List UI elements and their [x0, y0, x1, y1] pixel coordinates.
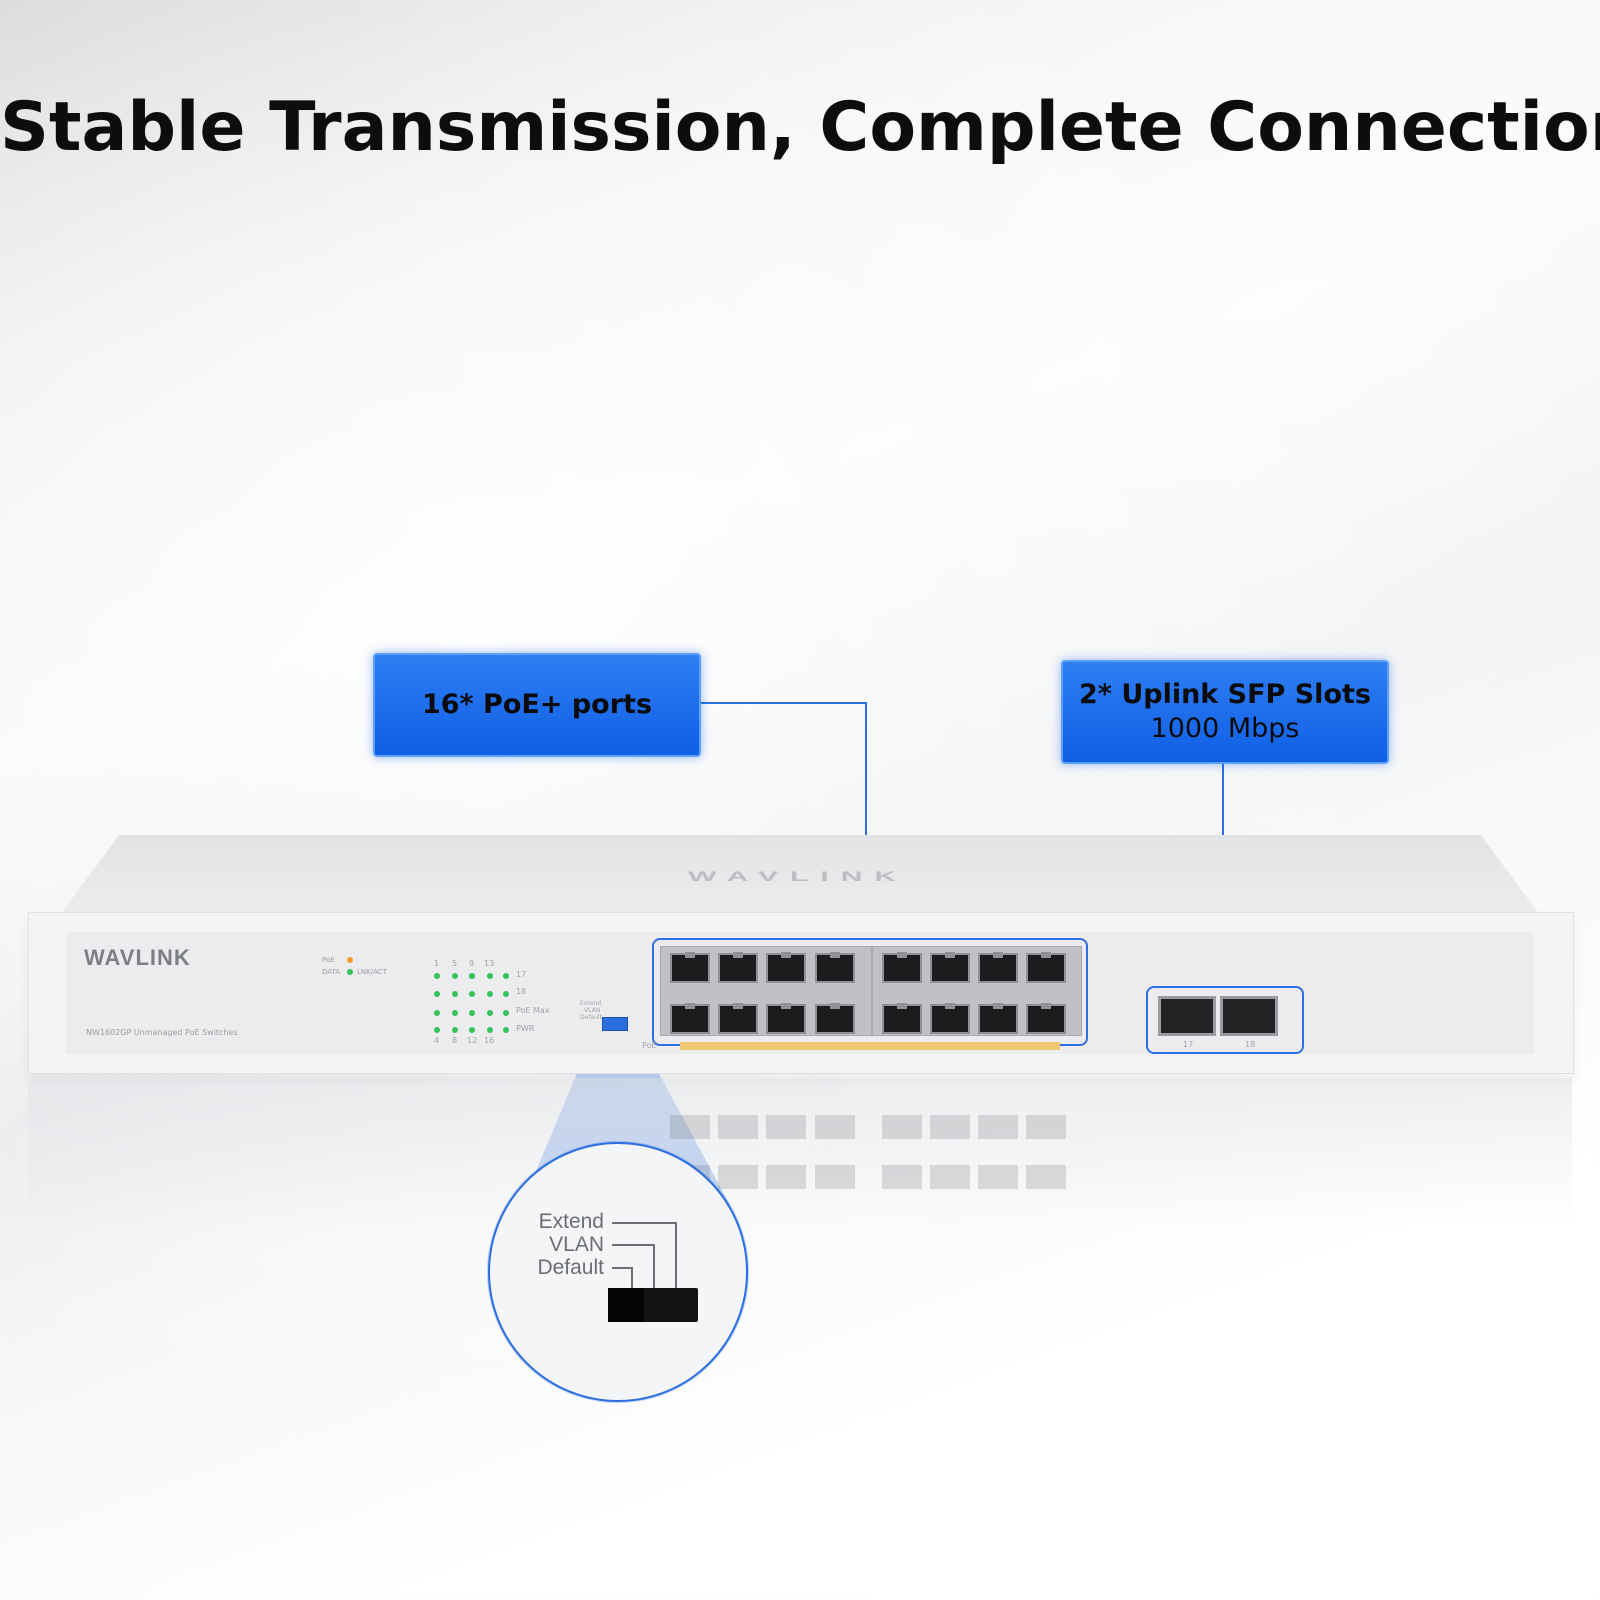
rj45-port[interactable]	[978, 952, 1018, 983]
reflection-port	[882, 1115, 922, 1139]
rj45-port[interactable]	[718, 1003, 758, 1034]
reflection-port	[815, 1115, 855, 1139]
zoom-leader-lines	[612, 1222, 677, 1288]
sfp-slot[interactable]	[1158, 996, 1216, 1036]
sfp-slot[interactable]	[1220, 996, 1278, 1036]
rj45-port[interactable]	[766, 952, 806, 983]
led-col-label: 13	[484, 959, 495, 968]
status-led	[503, 1010, 509, 1016]
led-col-label: 1	[434, 959, 440, 968]
status-led	[452, 973, 458, 979]
rj45-port[interactable]	[670, 1003, 710, 1034]
status-led	[487, 1027, 493, 1033]
sfp-slots-highlight	[1146, 986, 1304, 1054]
status-led	[452, 991, 458, 997]
ports-callout-title: 16* PoE+ ports	[421, 689, 653, 720]
led-col-label: 9	[469, 959, 475, 968]
rj45-port[interactable]	[815, 952, 855, 983]
reflection-port	[1026, 1115, 1066, 1139]
status-led	[434, 991, 440, 997]
status-led	[434, 1010, 440, 1016]
switch-reflection	[28, 1078, 1572, 1228]
led-col-label: 12	[467, 1036, 478, 1045]
headline: Stable Transmission, Complete Connection	[0, 88, 1600, 167]
data-led-icon	[347, 969, 353, 975]
sfp-slot-label: 18	[1245, 1040, 1256, 1049]
sfp-callout-title: 2* Uplink SFP Slots	[1079, 679, 1371, 710]
zoom-toggle-knob	[608, 1288, 644, 1322]
legend-lnk: LNK/ACT	[357, 968, 387, 976]
status-led	[487, 1010, 493, 1016]
rj45-port[interactable]	[930, 952, 970, 983]
switch-top-surface	[60, 835, 1540, 915]
led-side-label: 17	[516, 970, 527, 979]
led-side-label: PoE Max	[516, 1006, 550, 1015]
poe-led-icon	[347, 957, 353, 963]
sfp-callout-subtitle: 1000 Mbps	[1150, 713, 1300, 744]
poe-strip-label: PoE	[642, 1041, 657, 1050]
reflection-port	[978, 1165, 1018, 1189]
status-led	[503, 991, 509, 997]
reflection-port	[670, 1115, 710, 1139]
reflection-port	[882, 1165, 922, 1189]
rj45-port[interactable]	[718, 952, 758, 983]
rj45-port[interactable]	[815, 1003, 855, 1034]
status-led	[469, 1027, 475, 1033]
poe-indicator-strip	[680, 1042, 1060, 1050]
led-col-label: 4	[434, 1036, 440, 1045]
ports-callout: 16* PoE+ ports	[373, 653, 701, 757]
status-led	[503, 1027, 509, 1033]
legend-data: DATA	[322, 968, 341, 976]
rj45-port[interactable]	[978, 1003, 1018, 1034]
status-led	[469, 991, 475, 997]
status-led	[469, 973, 475, 979]
switch-label-extend: Extend	[580, 1000, 601, 1007]
reflection-port	[930, 1165, 970, 1189]
status-led	[434, 1027, 440, 1033]
zoom-label-default: Default	[537, 1256, 604, 1279]
status-led	[434, 973, 440, 979]
switch-label-vlan: VLAN	[584, 1007, 601, 1014]
reflection-port	[718, 1115, 758, 1139]
reflection-port	[718, 1165, 758, 1189]
sfp-callout: 2* Uplink SFP Slots 1000 Mbps	[1061, 660, 1389, 764]
rj45-port[interactable]	[1026, 1003, 1066, 1034]
led-col-label: 16	[484, 1036, 495, 1045]
zoom-label-vlan: VLAN	[549, 1233, 604, 1256]
brand-logo: WAVLINK	[84, 945, 191, 970]
reflection-port	[930, 1115, 970, 1139]
rj45-port[interactable]	[766, 1003, 806, 1034]
model-label: NW1602GP Unmanaged PoE Switches	[86, 1028, 238, 1037]
rj45-port[interactable]	[882, 952, 922, 983]
rj45-port[interactable]	[1026, 952, 1066, 983]
reflection-port	[1026, 1165, 1066, 1189]
rj45-port[interactable]	[930, 1003, 970, 1034]
status-led	[469, 1010, 475, 1016]
sfp-slot-label: 17	[1183, 1040, 1194, 1049]
status-led	[503, 973, 509, 979]
reflection-port	[815, 1165, 855, 1189]
mode-switch[interactable]	[602, 1017, 628, 1031]
rj45-port[interactable]	[670, 952, 710, 983]
reflection-port	[766, 1165, 806, 1189]
led-col-label: 8	[452, 1036, 458, 1045]
zoom-label-extend: Extend	[538, 1210, 604, 1233]
led-side-label: PWR	[516, 1024, 535, 1033]
mode-switch-zoom: Extend VLAN Default	[488, 1142, 748, 1402]
legend-poe: PoE	[322, 956, 335, 964]
reflection-port	[978, 1115, 1018, 1139]
rj45-port[interactable]	[882, 1003, 922, 1034]
switch-label-default: Default	[580, 1014, 602, 1021]
status-led	[487, 991, 493, 997]
switch-top-logo: WAVLINK	[687, 869, 909, 885]
led-col-label: 5	[452, 959, 458, 968]
status-led	[487, 973, 493, 979]
led-side-label: 18	[516, 987, 527, 996]
reflection-port	[766, 1115, 806, 1139]
status-led	[452, 1027, 458, 1033]
status-led	[452, 1010, 458, 1016]
